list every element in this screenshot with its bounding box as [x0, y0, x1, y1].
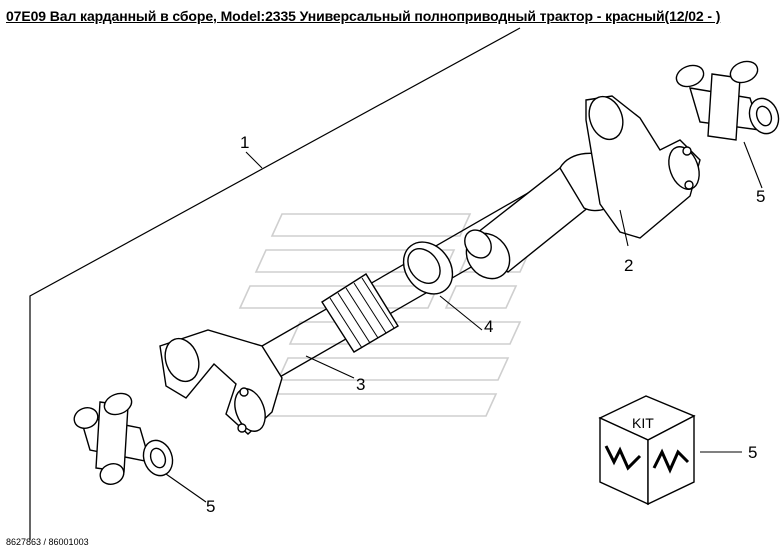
callout-1: 1 [240, 133, 249, 152]
outer-tube-yoke-part [464, 95, 701, 280]
inner-splined-shaft-part [159, 273, 399, 435]
brand-logo-icon [604, 445, 642, 471]
callout-5-kit: 5 [748, 443, 757, 462]
figure-id: 8627863 / 86001003 [6, 537, 89, 547]
callout-2: 2 [624, 256, 633, 275]
universal-joint-cross-icon [675, 60, 780, 141]
callout-5-bottom: 5 [206, 497, 215, 516]
assembly-bracket-line [29, 27, 521, 540]
seal-ring-part [402, 241, 454, 295]
callout-3: 3 [356, 375, 365, 394]
page-title: 07E09 Вал карданный в сборе, Model:2335 … [6, 8, 721, 24]
callout-5-top: 5 [756, 187, 765, 206]
universal-joint-cross-icon [73, 392, 174, 485]
callout-4: 4 [484, 317, 493, 336]
kit-label: KIT [632, 415, 654, 431]
leader-lines [165, 141, 763, 503]
kit-box-icon [598, 395, 696, 506]
